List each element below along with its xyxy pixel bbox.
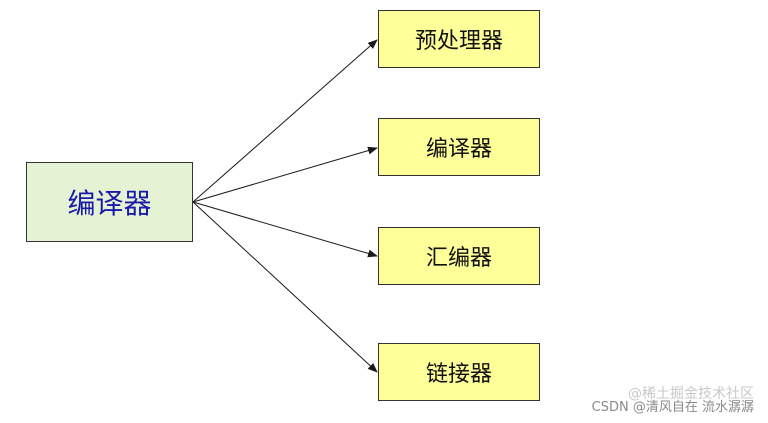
arrow-to-assembler — [192, 201, 378, 258]
linker-node: 链接器 — [378, 343, 540, 401]
arrow-to-preprocessor — [192, 39, 378, 203]
watermark-main: CSDN @清风自在 流水潺潺 — [591, 400, 754, 415]
arrow-to-compiler — [192, 146, 378, 203]
source-compiler-node: 编译器 — [26, 162, 193, 242]
assembler-node: 汇编器 — [378, 227, 540, 285]
preprocessor-node: 预处理器 — [378, 10, 540, 68]
watermark: @稀土掘金技术社区 CSDN @清风自在 流水潺潺 — [591, 386, 754, 415]
compiler-node: 编译器 — [378, 118, 540, 176]
arrow-to-linker — [192, 201, 378, 373]
watermark-overlay: @稀土掘金技术社区 — [628, 386, 754, 402]
